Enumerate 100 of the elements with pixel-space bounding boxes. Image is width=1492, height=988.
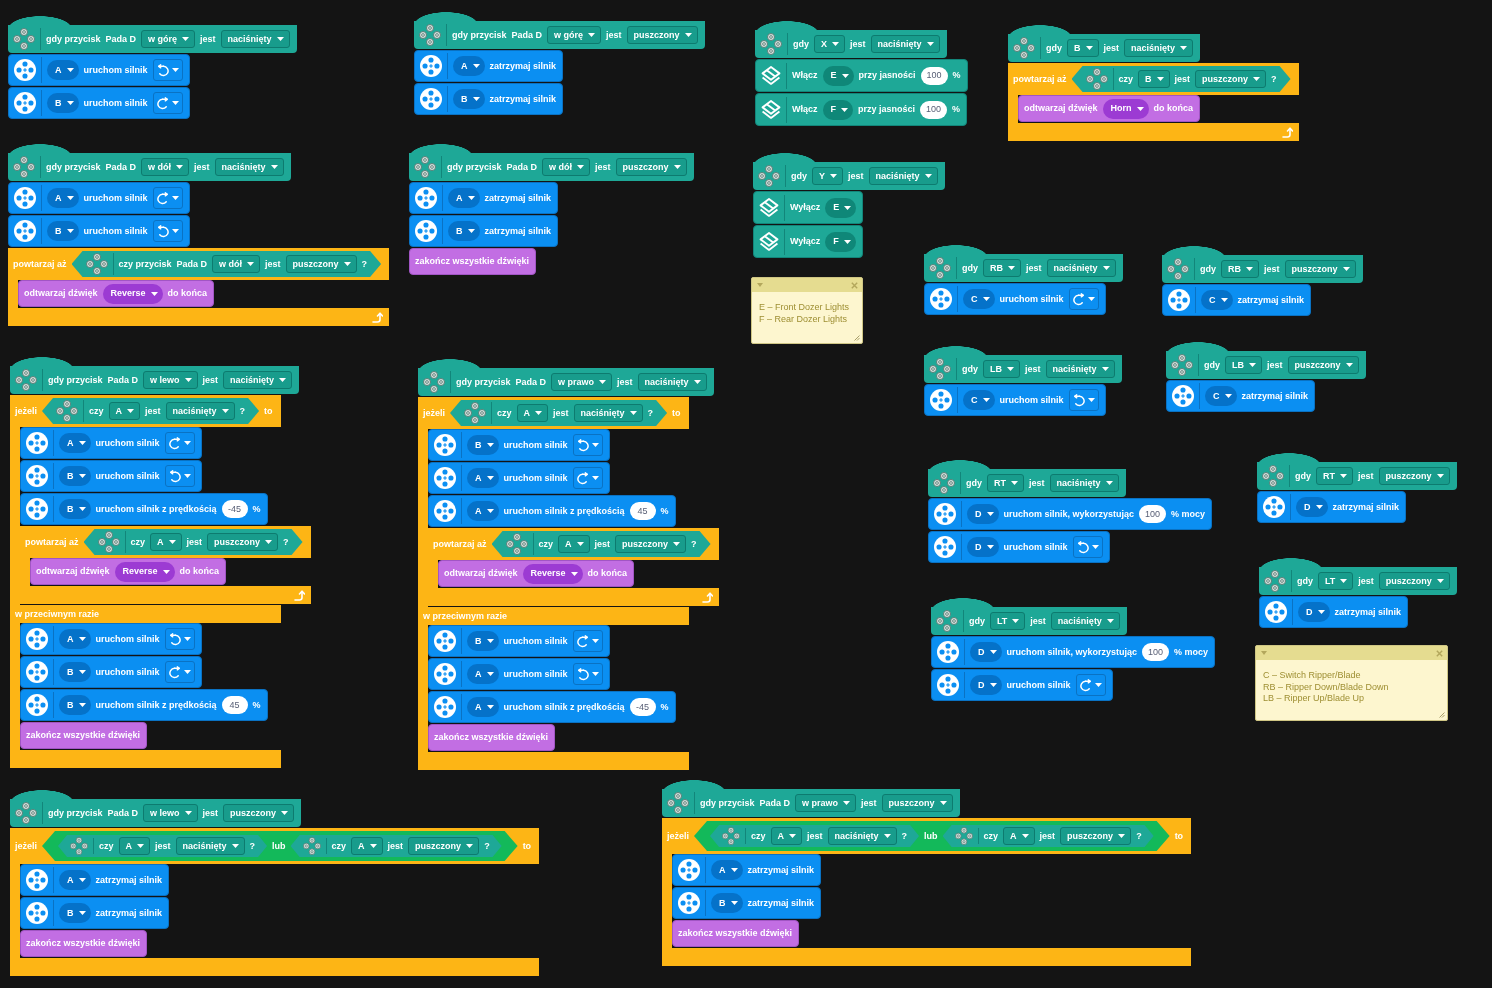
event-hat-block [414,12,705,49]
block-label: jest [194,162,210,172]
event-hat-block [931,598,1127,635]
repeat-until-block [428,528,719,606]
block-label: zakończ wszystkie dźwięki [415,257,530,266]
dropdown: A [47,60,79,80]
motor-block [428,462,610,494]
dropdown: E [822,65,854,86]
dropdown: A [59,629,91,649]
block-label: powtarzaj aż [433,539,487,549]
dropdown: naciśnięty [1045,360,1115,378]
number-input: 100 [1142,643,1170,661]
block-label: ? [1271,74,1277,84]
block-label: Pada D [176,259,208,269]
dropdown: B [59,903,91,923]
block-label: jeżeli [15,841,37,851]
dropdown: B [467,435,499,455]
block-label: gdy przycisk [700,798,755,808]
motor-block [20,897,170,929]
comment-note [751,277,863,344]
block-label: gdy [1297,576,1313,586]
motor-block [1162,284,1312,316]
dropdown: A [118,837,151,855]
block-label: uruchom silnik [999,294,1064,304]
block-label: zatrzymaj silnik [489,94,557,104]
block-label: zatrzymaj silnik [1332,502,1400,512]
block-label: jest [606,30,622,40]
block-label: jeżeli [15,406,37,416]
block-label: zatrzymaj silnik [484,226,552,236]
block-label: % [660,702,669,712]
event-hat-block [418,359,714,396]
dropdown: RT [1316,467,1353,485]
block-label: uruchom silnik z prędkością [95,700,217,710]
dropdown: F [822,99,853,120]
block-label: czy [331,841,347,851]
dropdown: A [1003,827,1035,845]
event-hat-block [1162,246,1363,283]
block-label: odtwarzaj dźwięk [36,567,110,576]
block-label: ? [1136,831,1142,841]
motor-block [928,531,1110,563]
dropdown: B [711,893,743,913]
number-input: 45 [221,696,248,714]
dropdown: puszczony [1378,467,1450,485]
dropdown: naciśnięty [870,35,940,53]
block-label: ? [239,406,246,416]
block-label: jest [1358,471,1374,481]
block-label: uruchom silnik [83,98,148,108]
event-hat-block [753,153,945,190]
block-label: jest [1103,43,1120,53]
dropdown: puszczony [1287,356,1359,374]
block-label: uruchom silnik, wykorzystując [1003,509,1135,519]
block-label: ? [249,841,256,851]
block-label: czy [99,841,114,851]
block-label: gdy [1046,43,1062,53]
block-label: zatrzymaj silnik [489,61,557,71]
block-label: % mocy [1174,647,1209,657]
block-label: Wyłącz [790,203,821,212]
block-label: ? [361,259,368,269]
event-hat-block [10,790,302,827]
block-label: ? [691,539,697,549]
dropdown: A [453,56,485,76]
block-label: czy przycisk [118,259,172,269]
dropdown: A [150,533,182,551]
repeat-until-block [20,526,311,604]
block-label: powtarzaj aż [13,259,67,269]
block-label: uruchom silnik [503,440,568,450]
event-hat-block [924,245,1123,282]
dropdown: w lewo [143,804,198,822]
block-label: uruchom silnik [95,634,160,644]
dropdown: D [1296,497,1328,517]
block-label: % [252,700,261,710]
block-label: ? [484,841,490,851]
dropdown: naciśnięty [175,837,245,855]
block-label: jest [595,162,611,172]
block-label: Pada D [105,34,137,44]
block-label: jest [807,831,823,841]
motor-block [409,182,559,214]
event-hat-block [8,16,297,53]
dropdown: puszczony [615,158,687,176]
sound-block [18,280,215,307]
block-label: do końca [167,289,208,298]
dropdown: puszczony [1378,572,1450,590]
dropdown: puszczony [207,533,279,551]
block-label: ? [283,537,289,547]
event-hat-block [1257,453,1457,490]
block-label: gdy [962,364,978,374]
block-label: uruchom silnik [83,193,148,203]
sound-block [438,560,635,587]
repeat-until-block [8,248,390,326]
block-label: uruchom silnik [503,636,568,646]
block-label: jest [553,408,569,418]
event-hat-block [662,780,960,817]
dropdown: LB [1225,356,1262,374]
number-input: 100 [1139,505,1167,523]
block-label: jest [1264,264,1280,274]
motor-block [414,50,564,82]
dropdown: B [59,466,91,486]
dropdown: w dół [141,158,190,176]
sound-block [428,724,556,751]
dropdown: A [448,188,480,208]
